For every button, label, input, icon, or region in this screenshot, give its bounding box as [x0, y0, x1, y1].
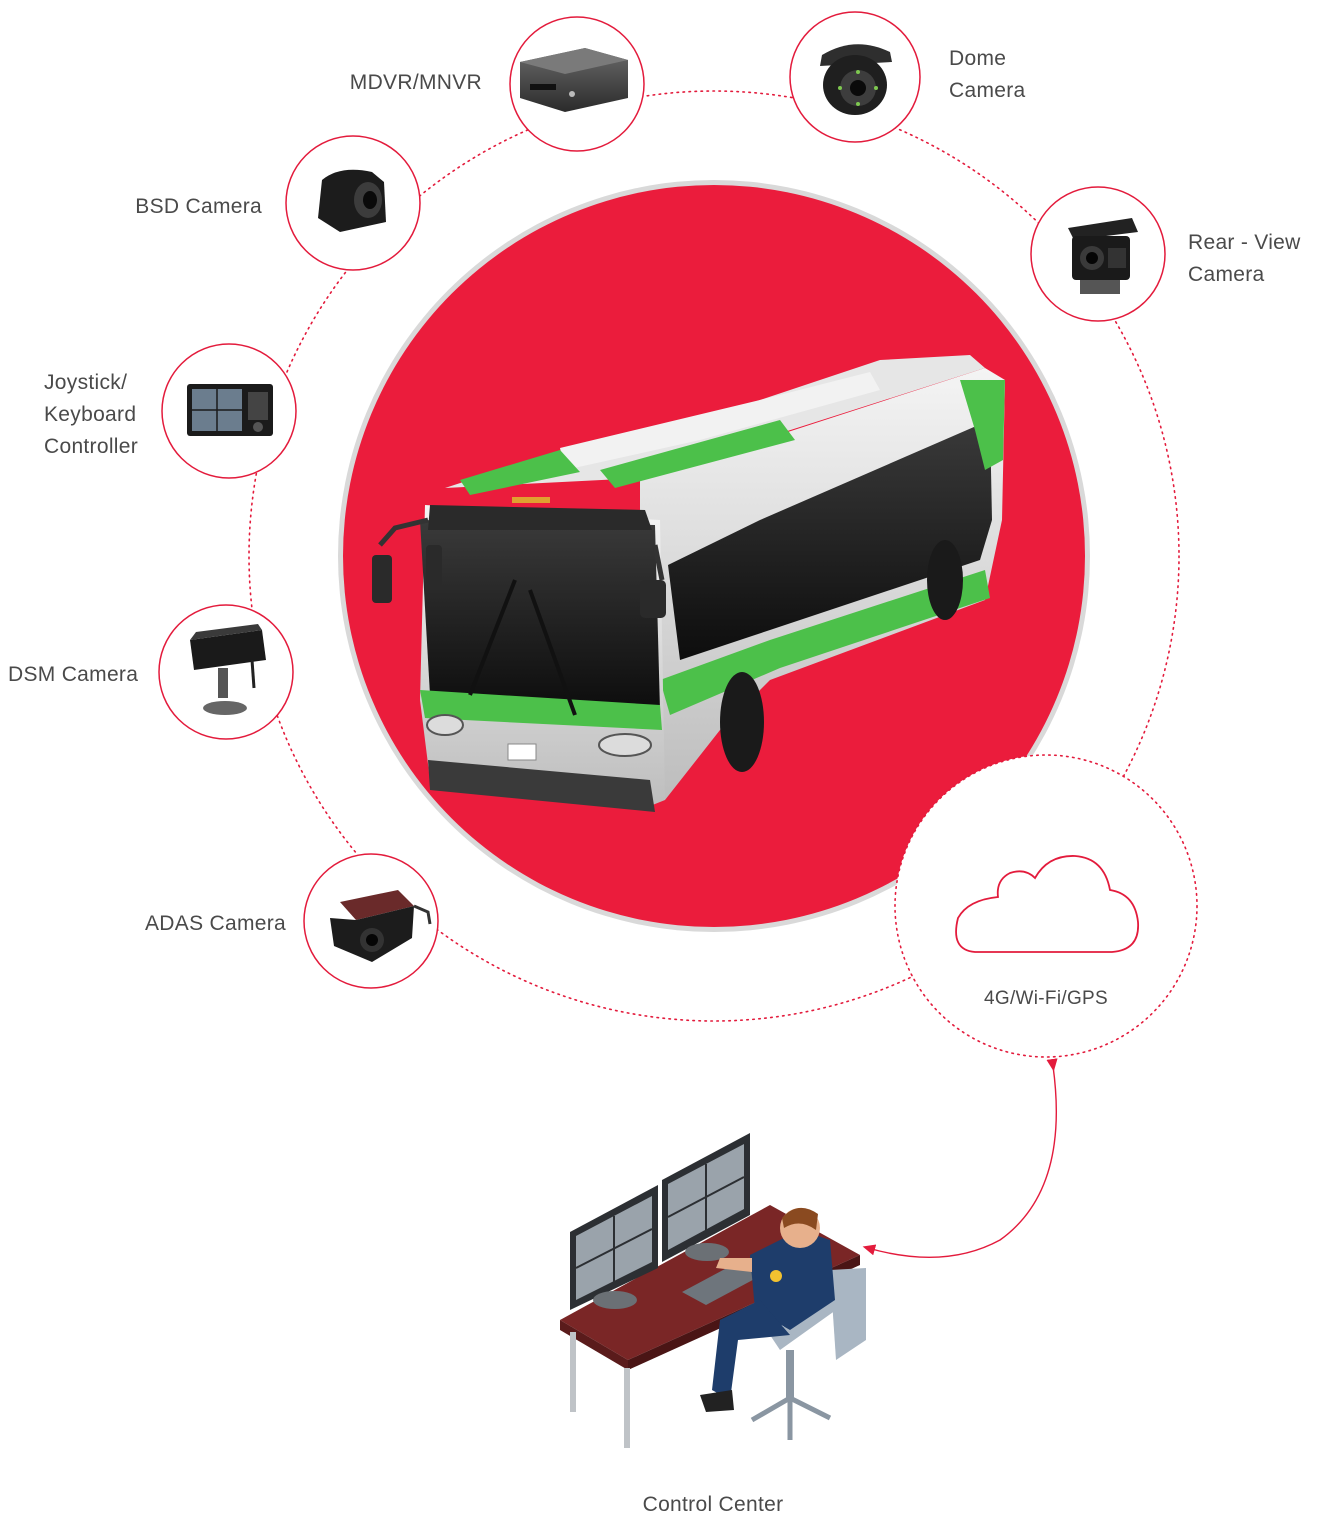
- bus-image: [372, 355, 1005, 812]
- label-network: 4G/Wi-Fi/GPS: [984, 988, 1108, 1009]
- dome-camera-icon: [820, 44, 892, 115]
- node-network-ring: [894, 754, 1198, 1058]
- label-joystick-line-1: Joystick/: [44, 371, 128, 394]
- keyboard-controller-icon: [187, 384, 273, 436]
- label-adas-line: ADAS Camera: [144, 912, 286, 935]
- label-dsm: DSM Camera: [8, 659, 158, 691]
- label-bsd: BSD Camera: [80, 191, 262, 223]
- label-joystick-line-3: Controller: [44, 435, 139, 458]
- node-adas: [303, 853, 439, 989]
- label-control-center: Control Center: [642, 1493, 784, 1516]
- label-joystick-line-2: Keyboard: [44, 403, 137, 426]
- label-joystick: Joystick/ Keyboard Controller: [44, 367, 164, 463]
- label-rear-line-2: Camera: [1188, 263, 1265, 286]
- node-network: [894, 754, 1198, 1058]
- label-dsm-line: DSM Camera: [8, 663, 139, 686]
- rear-view-camera-icon: [1068, 218, 1138, 294]
- network-connector-arrow: [862, 1058, 1058, 1259]
- node-dsm: [158, 604, 294, 740]
- mdvr-device-icon: [520, 48, 628, 112]
- node-dome: [789, 11, 921, 143]
- label-mdvr-line: MDVR/MNVR: [349, 71, 482, 94]
- label-mdvr: MDVR/MNVR: [318, 67, 482, 99]
- label-rear-line-1: Rear - View: [1188, 231, 1301, 254]
- orbit-ring: [248, 90, 1180, 1022]
- node-bsd: [285, 135, 421, 271]
- label-bsd-line: BSD Camera: [135, 195, 262, 218]
- adas-camera-icon: [330, 890, 432, 962]
- dsm-camera-icon: [190, 624, 266, 715]
- cloud-icon: [955, 855, 1139, 953]
- node-joystick: [161, 343, 297, 479]
- label-dome: Dome Camera: [949, 43, 1069, 107]
- label-rear: Rear - View Camera: [1188, 227, 1318, 291]
- label-dome-line-2: Camera: [949, 79, 1026, 102]
- node-rear: [1030, 186, 1166, 322]
- operator-workstation-icon: [560, 1133, 866, 1448]
- bsd-camera-icon: [318, 169, 386, 232]
- label-dome-line-1: Dome: [949, 47, 1007, 70]
- node-mdvr: [509, 16, 645, 152]
- label-adas: ADAS Camera: [100, 908, 286, 940]
